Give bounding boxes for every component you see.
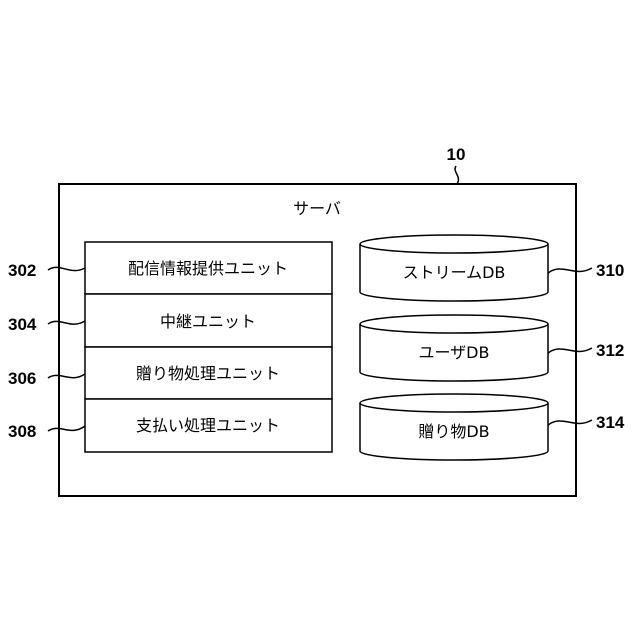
server-title: サーバ [293,199,341,218]
db-leader-312 [548,348,592,353]
db-ref-314: 314 [596,413,625,432]
unit-label-304: 中継ユニット [160,312,256,331]
unit-label-306: 贈り物処理ユニット [136,364,280,383]
unit-ref-304: 304 [8,315,37,334]
db-ref-312: 312 [596,341,624,360]
db-ref-310: 310 [596,261,624,280]
db-label-310: ストリームDB [403,263,506,282]
db-leader-310 [548,268,592,273]
server-ref-leader [455,166,458,184]
db-leader-314 [548,420,592,425]
unit-ref-302: 302 [8,261,36,280]
unit-ref-306: 306 [8,369,36,388]
unit-stack: 配信情報提供ユニット 中継ユニット 贈り物処理ユニット 支払い処理ユニット [85,242,332,452]
unit-ref-308: 308 [8,422,36,441]
unit-leader-308 [48,426,85,431]
unit-leader-304 [48,321,85,324]
db-label-312: ユーザDB [419,343,490,362]
unit-label-308: 支払い処理ユニット [136,416,280,435]
unit-label-302: 配信情報提供ユニット [128,259,288,278]
db-label-314: 贈り物DB [418,422,489,441]
unit-leader-302 [48,267,85,270]
server-ref-label: 10 [447,145,466,164]
unit-leader-306 [48,374,85,378]
